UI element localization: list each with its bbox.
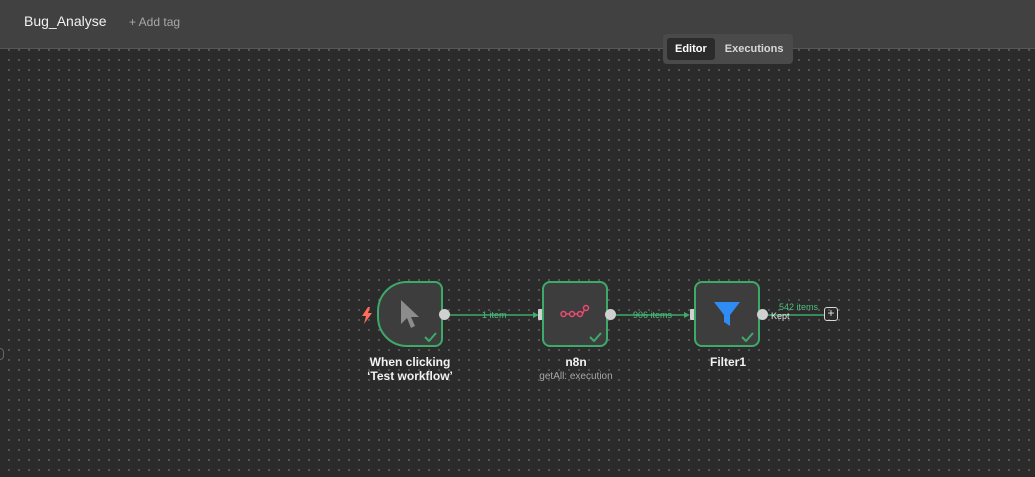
- node-label: n8n: [565, 355, 587, 369]
- connection-item-count: 906 items: [633, 310, 673, 320]
- top-bar: Bug_Analyse + Add tag: [0, 0, 1035, 49]
- success-check-icon: [424, 332, 437, 342]
- input-handle[interactable]: [690, 309, 696, 320]
- workflow-name[interactable]: Bug_Analyse: [24, 13, 107, 29]
- output-handle[interactable]: [605, 309, 616, 320]
- node-label: Filter1: [709, 355, 746, 369]
- node-n8n[interactable]: [542, 281, 608, 347]
- node-subtitle: getAll: execution: [539, 371, 613, 382]
- tab-executions[interactable]: Executions: [724, 43, 784, 55]
- view-tabs: Editor Executions: [663, 34, 793, 64]
- connection-item-count: 1 item: [482, 310, 507, 320]
- cursor-icon: [401, 300, 419, 328]
- filter-icon: [714, 302, 740, 326]
- output-handle-kept[interactable]: [757, 309, 768, 320]
- workflow-canvas[interactable]: [0, 49, 1035, 477]
- input-handle[interactable]: [538, 309, 544, 320]
- tab-editor[interactable]: Editor: [667, 38, 715, 60]
- output-name-label: Kept: [771, 311, 790, 321]
- node-filter1[interactable]: [694, 281, 760, 347]
- success-check-icon: [589, 332, 602, 342]
- add-node-button[interactable]: +: [824, 307, 838, 321]
- output-handle[interactable]: [439, 309, 450, 320]
- connection-item-count: 542 items: [779, 302, 819, 312]
- trigger-bolt-icon: [362, 307, 372, 324]
- n8n-logo-icon: [560, 304, 590, 318]
- success-check-icon: [741, 332, 754, 342]
- node-manual-trigger[interactable]: [377, 281, 443, 347]
- add-tag-button[interactable]: + Add tag: [129, 15, 181, 29]
- node-label: When clicking ‘Test workflow’: [367, 355, 453, 383]
